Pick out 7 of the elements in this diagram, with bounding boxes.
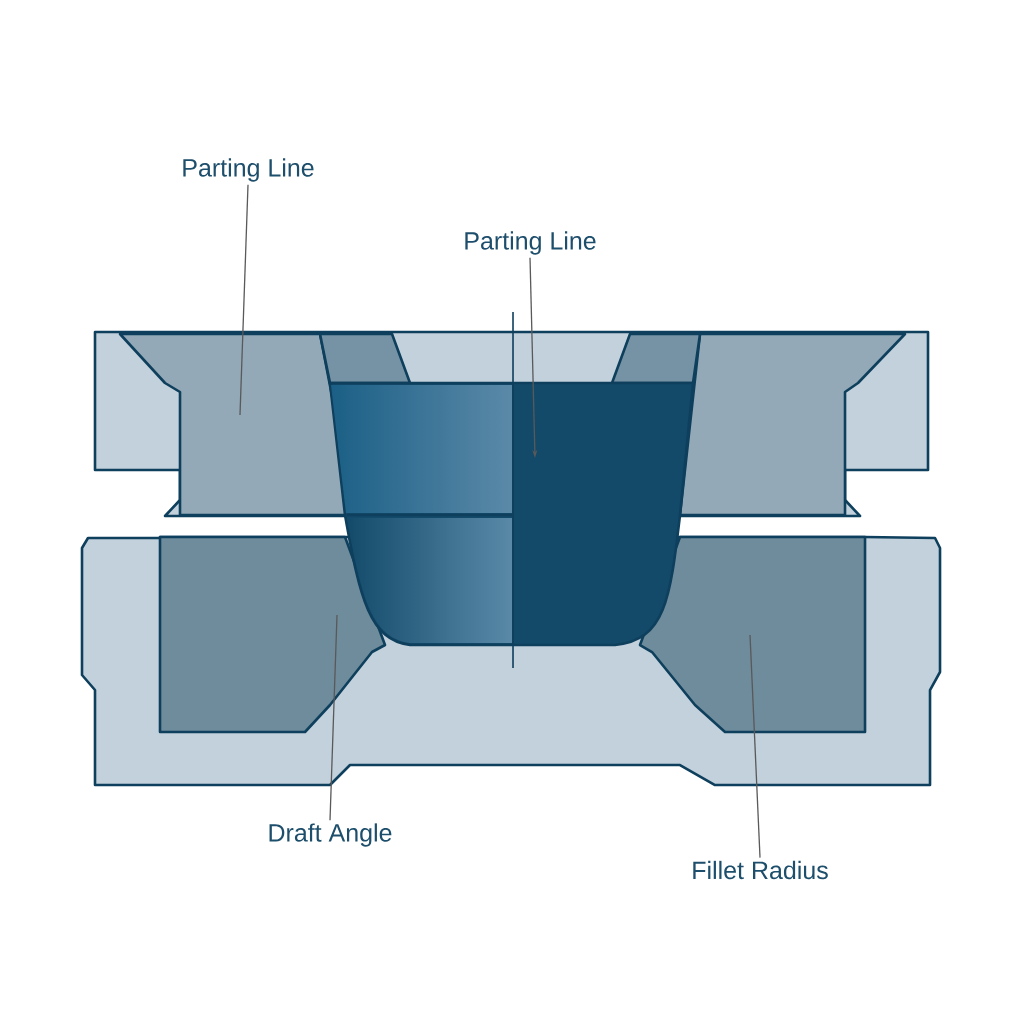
leader-line [749,634,761,859]
callout-label: Draft Angle [269,823,392,847]
callout-label: Parting Line [465,231,596,255]
callout-label: Fillet Radius [693,860,828,880]
leader-line [239,184,249,416]
callout-label: Parting Line [183,158,314,182]
leader-line [329,614,338,821]
